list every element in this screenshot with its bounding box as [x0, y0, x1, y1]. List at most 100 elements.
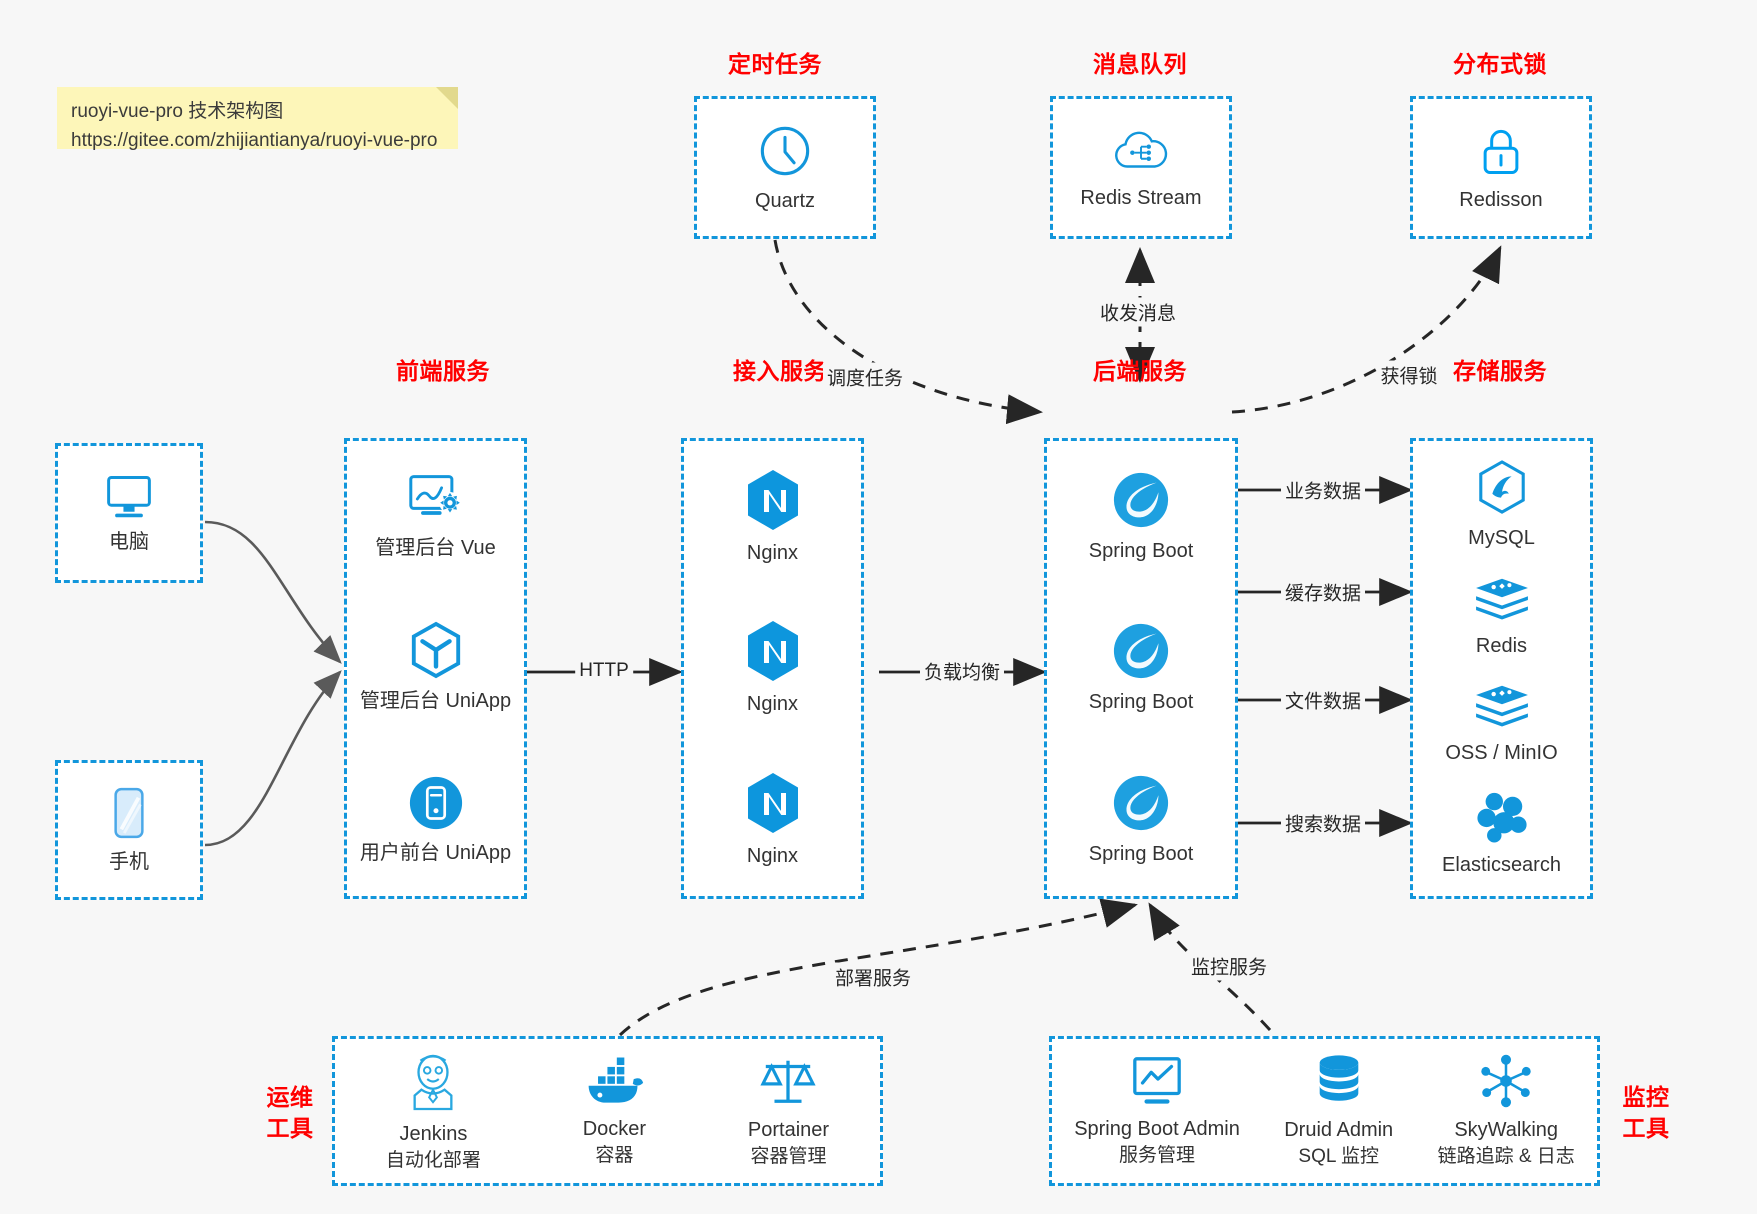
node-user-uniapp[interactable]: 用户前台 UniApp: [360, 774, 511, 866]
edge-phone-to-frontend: [204, 670, 342, 847]
node-skywalking[interactable]: SkyWalking 链路追踪 & 日志: [1438, 1053, 1575, 1170]
node-pc[interactable]: 电脑: [101, 471, 157, 555]
node-label: 管理后台 UniApp: [359, 690, 512, 713]
node-redis[interactable]: Redis: [1472, 575, 1532, 659]
node-docker[interactable]: Docker 容器: [583, 1054, 646, 1169]
node-sublabel: 链路追踪 & 日志: [1437, 1145, 1575, 1167]
node-label: 手机: [109, 851, 149, 873]
node-label: OSS / MinIO: [1445, 742, 1558, 765]
edge-label-file-data: 文件数据: [1280, 685, 1366, 715]
lock-icon: [1474, 123, 1528, 179]
node-label: 电脑: [109, 531, 149, 553]
node-spring-boot-admin[interactable]: Spring Boot Admin 服务管理: [1074, 1054, 1240, 1169]
mobile-phone-icon: [108, 785, 150, 841]
group-backend: Spring Boot Spring Boot Spring Boot: [1044, 438, 1238, 899]
devops-title-line1: 运维: [266, 1084, 314, 1110]
edge-label-cache-data: 缓存数据: [1280, 577, 1366, 607]
node-admin-uniapp[interactable]: 管理后台 UniApp: [360, 620, 511, 714]
skywalking-nodes-icon: [1477, 1053, 1535, 1109]
edge-label-monitoring: 监控服务: [1186, 951, 1272, 981]
monitor-title-line1: 监控: [1622, 1084, 1670, 1110]
nginx-icon: [744, 619, 802, 683]
node-spring-boot-2[interactable]: Spring Boot: [1089, 621, 1193, 715]
spring-boot-icon: [1111, 621, 1171, 681]
node-druid-admin[interactable]: Druid Admin SQL 监控: [1284, 1053, 1393, 1170]
group-title-devops: 运维 工具: [258, 1082, 322, 1144]
edge-label-schedule: 调度任务: [822, 362, 908, 392]
note-fold-corner: [436, 87, 458, 109]
group-title-scheduled-task: 定时任务: [728, 51, 822, 77]
spring-boot-icon: [1111, 773, 1171, 833]
node-nginx-1[interactable]: Nginx: [744, 468, 802, 566]
note-line-title: ruoyi-vue-pro 技术架构图: [71, 101, 284, 122]
dashboard-gear-icon: [405, 471, 467, 527]
jenkins-butler-icon: [405, 1049, 461, 1113]
node-quartz[interactable]: Quartz: [755, 122, 815, 214]
node-redis-stream[interactable]: Redis Stream: [1080, 125, 1202, 211]
node-label: 用户前台 UniApp: [359, 842, 512, 865]
nginx-icon: [744, 771, 802, 835]
node-label: Druid Admin: [1284, 1118, 1394, 1141]
node-spring-boot-1[interactable]: Spring Boot: [1088, 470, 1194, 564]
group-title-access: 接入服务: [733, 358, 827, 384]
node-label: Spring Boot: [1088, 843, 1194, 866]
node-label: Spring Boot Admin: [1074, 1117, 1240, 1140]
node-admin-vue[interactable]: 管理后台 Vue: [375, 471, 496, 561]
elasticsearch-icon: [1473, 790, 1531, 844]
node-phone[interactable]: 手机: [108, 785, 150, 875]
node-sublabel: SQL 监控: [1298, 1145, 1379, 1167]
node-nginx-2[interactable]: Nginx: [744, 619, 802, 717]
note-line-url: https://gitee.com/zhijiantianya/ruoyi-vu…: [71, 129, 438, 151]
edge-label-biz-data: 业务数据: [1280, 475, 1366, 505]
node-portainer[interactable]: Portainer 容器管理: [748, 1053, 829, 1170]
node-nginx-3[interactable]: Nginx: [744, 771, 802, 869]
group-message-queue: Redis Stream: [1050, 96, 1232, 239]
group-client-pc: 电脑: [55, 443, 203, 583]
node-sublabel: 自动化部署: [385, 1149, 481, 1171]
node-label: Elasticsearch: [1442, 854, 1561, 877]
group-title-distributed-lock: 分布式锁: [1453, 51, 1547, 77]
node-label: Redisson: [1459, 188, 1543, 211]
monitor-chart-icon: [1128, 1054, 1186, 1108]
title-sticky-note: ruoyi-vue-pro 技术架构图 https://gitee.com/zh…: [57, 87, 458, 151]
group-distributed-lock: Redisson: [1410, 96, 1592, 239]
edge-lock: [1231, 245, 1502, 414]
hexagon-cube-icon: [408, 620, 464, 680]
edge-label-loadbalance: 负载均衡: [919, 656, 1005, 686]
node-label: Jenkins: [399, 1122, 468, 1145]
spring-boot-icon: [1111, 470, 1171, 530]
docker-whale-icon: [583, 1054, 645, 1108]
group-client-phone: 手机: [55, 760, 203, 900]
node-spring-boot-3[interactable]: Spring Boot: [1088, 773, 1194, 867]
node-label: Redis: [1475, 634, 1528, 657]
edge-label-deploy: 部署服务: [830, 962, 916, 992]
node-label: 管理后台 Vue: [375, 536, 496, 559]
scales-balance-icon: [759, 1053, 817, 1109]
edge-label-lock: 获得锁: [1376, 360, 1442, 390]
node-label: Spring Boot: [1088, 539, 1194, 562]
group-monitor: Spring Boot Admin 服务管理 Druid Admin SQL 监…: [1049, 1036, 1600, 1186]
node-redisson[interactable]: Redisson: [1459, 123, 1543, 213]
edge-label-search-data: 搜索数据: [1280, 808, 1366, 838]
app-circle-icon: [407, 774, 465, 832]
mysql-dolphin-icon: [1475, 459, 1529, 517]
group-title-backend: 后端服务: [1093, 358, 1187, 384]
group-frontend: 管理后台 Vue 管理后台 UniApp 用户前台 UniApp: [344, 438, 527, 899]
group-access: Nginx Nginx Nginx: [681, 438, 864, 899]
node-elasticsearch[interactable]: Elasticsearch: [1442, 790, 1561, 878]
group-title-monitor: 监控 工具: [1614, 1082, 1678, 1144]
devops-title-line2: 工具: [266, 1115, 314, 1142]
group-title-storage: 存储服务: [1453, 358, 1547, 384]
node-label: MySQL: [1468, 526, 1535, 549]
node-jenkins[interactable]: Jenkins 自动化部署: [386, 1049, 481, 1174]
database-cylinder-icon: [1311, 1053, 1367, 1109]
node-label: Redis Stream: [1080, 186, 1202, 209]
node-sublabel: 容器管理: [750, 1145, 827, 1167]
group-devops: Jenkins 自动化部署 Docker 容器: [332, 1036, 883, 1186]
node-label: Nginx: [746, 541, 799, 564]
node-oss-minio[interactable]: OSS / MinIO: [1445, 682, 1558, 766]
node-label: Nginx: [746, 693, 799, 716]
node-mysql[interactable]: MySQL: [1468, 459, 1535, 551]
clock-icon: [756, 122, 814, 180]
